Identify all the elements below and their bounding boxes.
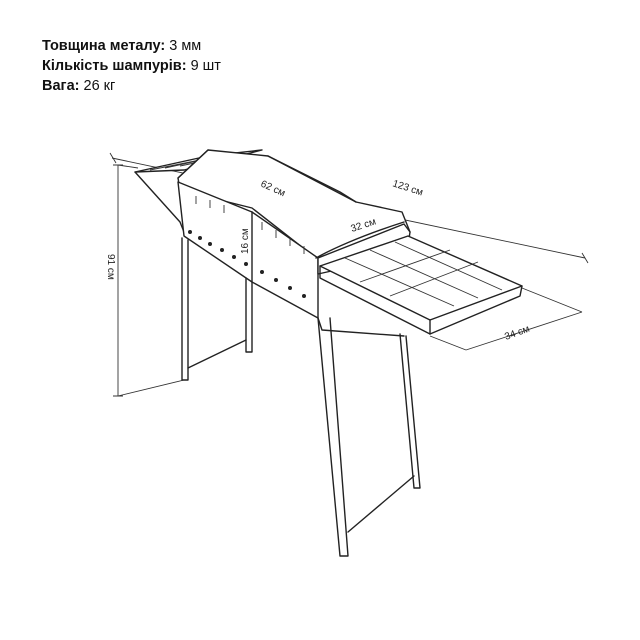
right-shelf	[319, 235, 523, 335]
spec-skewer-count: Кількість шампурів: 9 шт	[42, 56, 221, 76]
spec-label: Товщина металу:	[42, 38, 166, 54]
label-height-total: 91 см	[105, 254, 116, 280]
label-width-shelf: 34 см	[503, 324, 531, 343]
legs	[181, 237, 421, 557]
spec-value: 26 кг	[83, 78, 116, 94]
spec-value: 3 мм	[169, 38, 202, 54]
specifications: Товщина металу: 3 мм Кількість шампурів:…	[42, 36, 221, 96]
spec-value: 9 шт	[190, 58, 221, 74]
spec-weight: Вага: 26 кг	[42, 76, 221, 96]
spec-metal-thickness: Товщина металу: 3 мм	[42, 36, 221, 56]
spec-label: Вага:	[42, 78, 80, 94]
label-length-total: 123 см	[391, 178, 424, 198]
label-height-body: 16 см	[240, 228, 251, 254]
spec-label: Кількість шампурів:	[42, 58, 187, 74]
vent-holes	[188, 230, 306, 298]
